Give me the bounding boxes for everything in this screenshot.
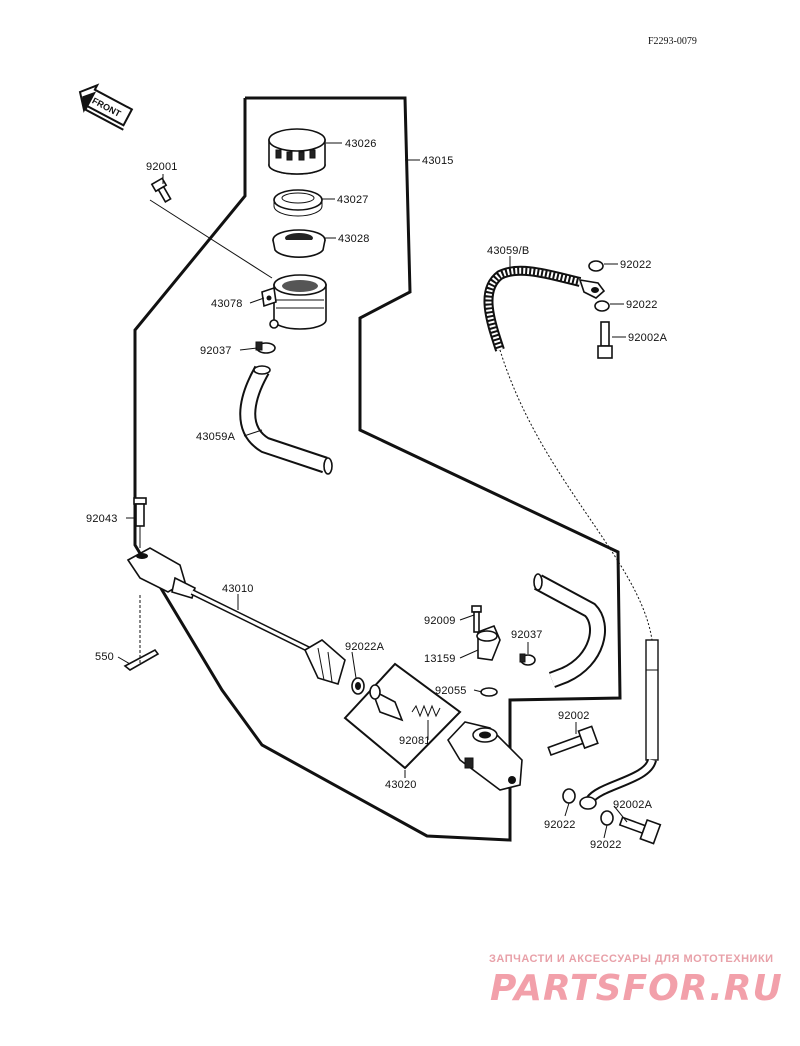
label-92002: 92002: [558, 710, 590, 722]
watermark: ЗАПЧАСТИ И АКСЕССУАРЫ ДЛЯ МОТОТЕХНИКИ PA…: [489, 953, 783, 1009]
part-labels: 43026 43015 92001 43027 43028 43078 9203…: [86, 138, 668, 851]
label-43028: 43028: [338, 233, 370, 245]
clutch-hose-43059B: [483, 265, 659, 810]
bolt-92043: [133, 497, 147, 527]
banjo-bolt-92002A-lower: [618, 816, 662, 845]
washer-92022-lower-1: [562, 788, 576, 804]
label-92022-upper-2: 92022: [626, 299, 658, 311]
reservoir-body: [261, 274, 327, 330]
seal-92022A: [351, 677, 365, 695]
label-92081: 92081: [399, 735, 431, 747]
hose-fitting-13159: [476, 624, 501, 661]
label-43027: 43027: [337, 194, 369, 206]
label-92037-lower: 92037: [511, 629, 543, 641]
piston-kit-outline: [343, 662, 462, 770]
watermark-brand: PARTSFOR.RU: [490, 968, 783, 1009]
label-43059B: 43059/B: [487, 245, 529, 257]
watermark-tagline: ЗАПЧАСТИ И АКСЕССУАРЫ ДЛЯ МОТОТЕХНИКИ: [489, 953, 774, 965]
pushrod: [190, 589, 346, 685]
label-92043: 92043: [86, 513, 118, 525]
label-92022-upper-1: 92022: [620, 259, 652, 271]
label-13159: 13159: [424, 653, 456, 665]
washer-92022-upper-1: [588, 260, 604, 272]
leader-lines: [117, 142, 628, 839]
label-43015: 43015: [422, 155, 454, 167]
banjo-bolt-92002: [547, 725, 599, 757]
label-43059A: 43059A: [196, 431, 236, 443]
label-92022-lower-2: 92022: [590, 839, 622, 851]
label-92037-upper: 92037: [200, 345, 232, 357]
washer-92055: [480, 687, 498, 697]
reservoir-hose: [239, 365, 333, 475]
label-92002A-upper: 92002A: [628, 332, 668, 344]
reservoir-diaphragm: [272, 229, 326, 258]
bolt-92009: [471, 605, 482, 633]
clutch-master-cylinder: [447, 721, 523, 791]
reservoir-plate: [273, 189, 323, 217]
washer-92022-lower-2: [600, 810, 614, 826]
washer-92022-upper-2: [594, 300, 610, 312]
cotter-pin: [123, 648, 160, 671]
pushrod-clevis: [126, 547, 196, 599]
label-43010: 43010: [222, 583, 254, 595]
hose-clamp-lower: [519, 653, 536, 666]
piston: [369, 684, 404, 722]
label-43026: 43026: [345, 138, 377, 150]
label-92022A: 92022A: [345, 641, 385, 653]
banjo-bolt-92002A-upper: [597, 321, 613, 359]
label-43078: 43078: [211, 298, 243, 310]
spring-92081: [411, 704, 441, 718]
label-43020: 43020: [385, 779, 417, 791]
label-92002A-lower: 92002A: [613, 799, 653, 811]
hose-clamp-upper: [255, 341, 276, 354]
label-92055: 92055: [435, 685, 467, 697]
label-92009: 92009: [424, 615, 456, 627]
hose-lower: [533, 573, 606, 688]
front-arrow-icon: FRONT: [78, 83, 134, 131]
reservoir-assembly-outline: [133, 96, 622, 842]
reservoir-cap: [268, 128, 326, 175]
label-92001: 92001: [146, 161, 178, 173]
diagram-code: F2293-0079: [648, 36, 697, 47]
label-550: 550: [95, 651, 114, 663]
leader-92001-dash: [149, 199, 273, 279]
label-92022-lower-1: 92022: [544, 819, 576, 831]
